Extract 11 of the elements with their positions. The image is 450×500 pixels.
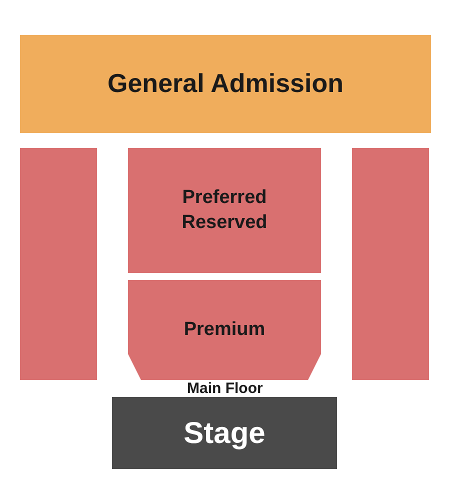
section-label: Premium: [184, 318, 266, 342]
area-label: Main Floor: [187, 380, 263, 396]
premium-section: [128, 280, 321, 380]
stage: [112, 397, 337, 469]
section-label: Stage: [184, 416, 266, 452]
general-admission-section: [20, 35, 431, 133]
section-label: General Admission: [108, 67, 344, 100]
preferred-reserved-section: [128, 148, 321, 273]
side-section: [20, 148, 97, 380]
side-section: [352, 148, 429, 380]
section-label: Preferred Reserved: [180, 186, 268, 234]
